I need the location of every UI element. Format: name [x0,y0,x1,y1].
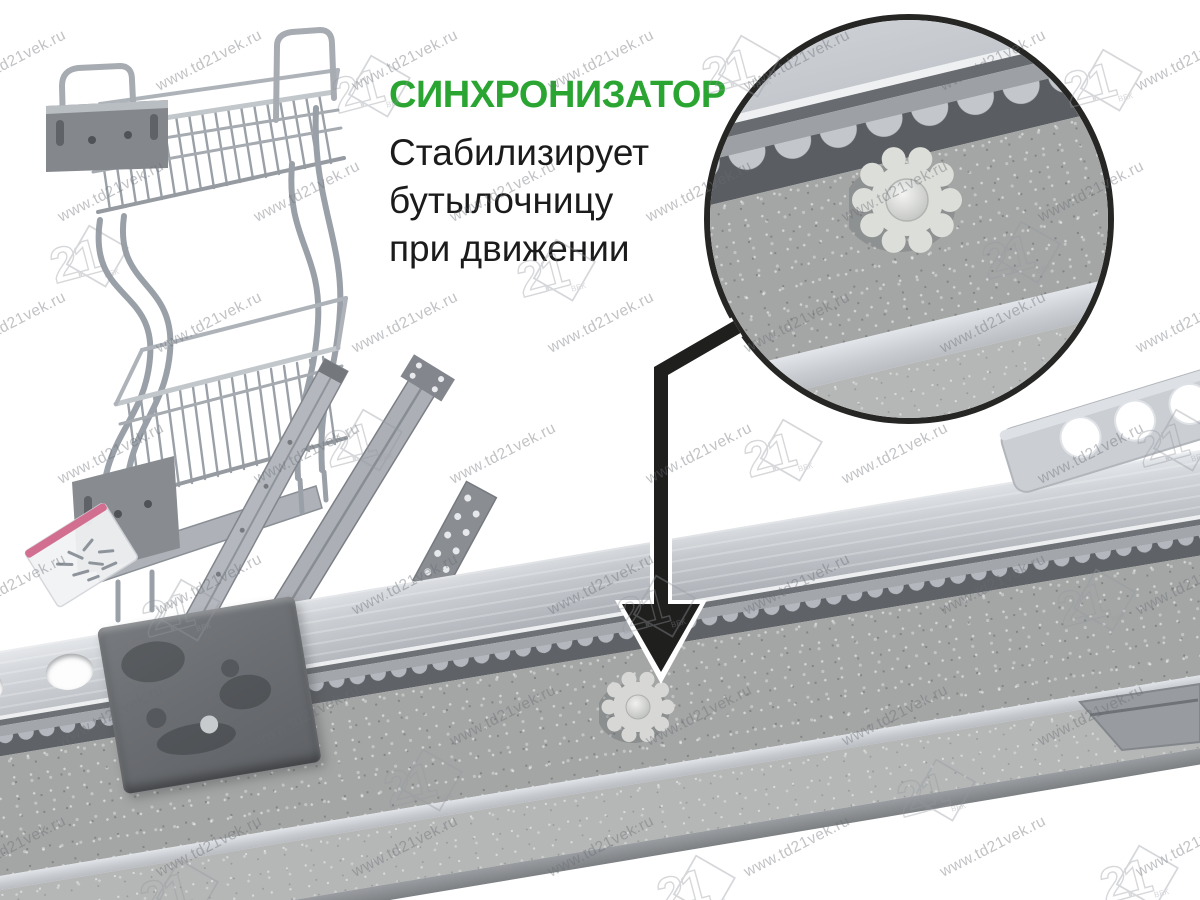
bottom-mounting-plate [72,456,180,576]
svg-text:ВЕК: ВЕК [1153,887,1170,900]
svg-text:ВЕК: ВЕК [103,267,120,280]
top-mounting-plate [46,100,168,172]
watermark-text: www.td21vek.ru [0,26,69,95]
feature-description-line: Стабилизирует [389,132,650,173]
top-wire-basket [58,26,346,214]
svg-text:ВЕК: ВЕК [797,461,814,474]
watermark-text: www.td21vek.ru [1133,26,1200,95]
feature-description-line: при движении [389,228,630,269]
watermark-text: www.td21vek.ru [839,419,951,488]
svg-text:ВЕК: ВЕК [570,281,587,294]
watermark-text: www.td21vek.ru [1133,812,1200,881]
watermark-text: www.td21vek.ru [0,550,69,619]
magnifier-circle [704,14,1114,424]
drawer-slide-left [185,357,349,628]
svg-text:21: 21 [1095,849,1157,900]
svg-text:ВЕК: ВЕК [377,451,394,464]
feature-annotation: СИНХРОНИЗАТОР Стабилизирует бутылочницу … [389,74,726,273]
lower-wire-basket [113,296,348,500]
bottle-frame-wires [95,105,344,535]
magnified-synchronizer-gear [849,147,962,253]
bracket-hole [1059,416,1102,459]
watermark-text: www.td21vek.ru [643,419,755,488]
front-fixing-bracket [96,595,322,795]
watermark-text: www.td21vek.ru [545,288,657,357]
drawer-slide-closeup-photo [0,370,1200,900]
bracket-hole [1114,399,1157,442]
svg-text:21: 21 [739,423,801,488]
watermark-text: www.td21vek.ru [1133,288,1200,357]
watermark-text: www.td21vek.ru [153,26,265,95]
svg-text:21: 21 [45,229,107,294]
bottom-channel [93,485,323,583]
frame-feet [115,469,329,623]
magnified-gear-pin [885,178,929,222]
feature-title: СИНХРОНИЗАТОР [389,74,726,116]
bracket-hole [1168,382,1200,425]
watermark-text: www.td21vek.ru [153,288,265,357]
watermark-text: www.td21vek.ru [55,419,167,488]
svg-text:ВЕК: ВЕК [1117,91,1134,104]
watermark-text: www.td21vek.ru [0,288,69,357]
svg-text:21: 21 [327,59,389,124]
svg-text:21: 21 [319,413,381,478]
watermark-text: www.td21vek.ru [447,419,559,488]
watermark-text: www.td21vek.ru [349,288,461,357]
watermark-text: www.td21vek.ru [251,419,363,488]
watermark-text: www.td21vek.ru [251,157,363,226]
feature-description-line: бутылочницу [389,180,614,221]
screws-bag [24,502,138,608]
watermark-text: www.td21vek.ru [55,157,167,226]
